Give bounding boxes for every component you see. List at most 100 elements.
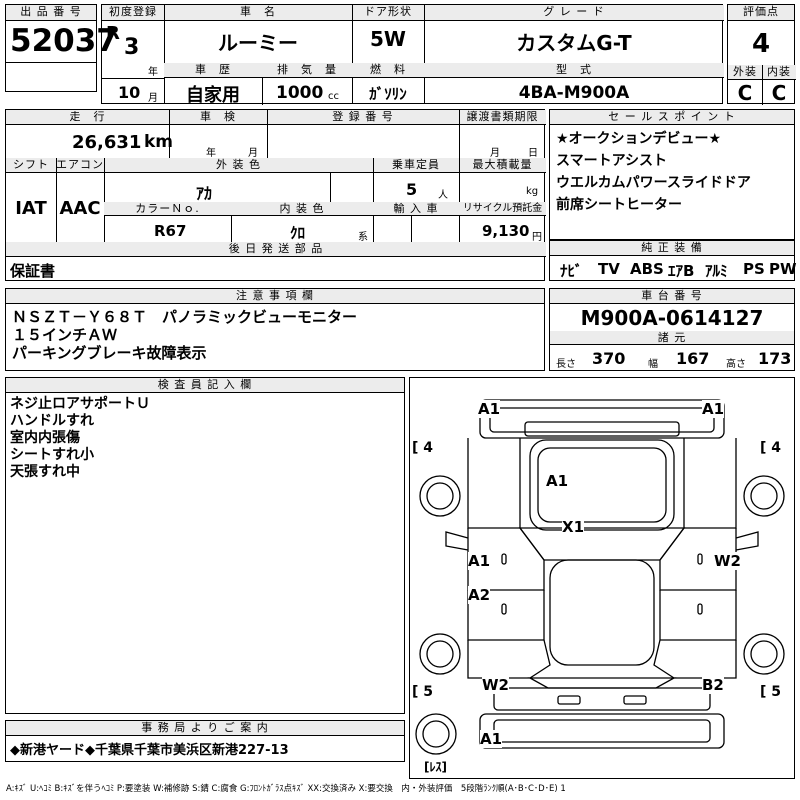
note-line-2: １５インチＡＷ: [12, 326, 118, 344]
notes-label: 注 意 事 項 欄: [6, 289, 544, 304]
inspection-label: 車 検: [169, 110, 267, 125]
lot-number-label: 出 品 番 号: [6, 5, 96, 21]
import-label: 輸 入 車: [373, 202, 459, 216]
damage-mark-front-right: A1: [702, 400, 725, 418]
damage-mark-left-rear-door: A2: [468, 586, 491, 604]
length: 370: [592, 349, 626, 368]
recycle-unit: 円: [532, 232, 542, 243]
width-label: 幅: [648, 359, 658, 370]
fuel-label: 燃 料: [352, 63, 424, 78]
inspector-box: 検 査 員 記 入 欄 ネジ止ロアサポートＵ ハンドルすれ 室内内張傷 シートす…: [5, 377, 405, 714]
sales-point-label: セ ー ル ス ポ イ ン ト: [550, 110, 794, 125]
history-label: 車 歴: [164, 63, 262, 78]
damage-mark-windshield: X1: [562, 518, 585, 536]
damage-mark-front-left: A1: [478, 400, 501, 418]
aircon-type: AAC: [59, 198, 101, 219]
shift-type: IAT: [15, 198, 47, 219]
notes-box: 注 意 事 項 欄 ＮＳＺＴ－Ｙ６８Ｔ パノラミックビューモニター １５インチＡ…: [5, 288, 545, 371]
capacity-unit: 人: [438, 190, 448, 201]
height: 173: [758, 349, 792, 368]
inspection-year-unit: 年: [206, 148, 216, 159]
equip-alloy: ｱﾙﾐ: [705, 262, 728, 280]
sales-point-1: ★オークションデビュー★: [556, 131, 722, 147]
mileage-unit: km: [144, 132, 174, 152]
later-parts-label: 後 日 発 送 部 品: [6, 242, 546, 257]
damage-mark-rear-right: B2: [702, 676, 724, 694]
model-label: 型 式: [424, 63, 724, 78]
tire-front-left: [ 4: [412, 440, 434, 456]
grade: カスタムG-T: [516, 31, 632, 55]
transfer-month-unit: 月: [490, 148, 500, 159]
office-box: 事 務 局 よ り ご 案 内 ◆新港ヤード◆千葉県千葉市美浜区新港227-13: [5, 720, 405, 762]
month-unit: 月: [148, 93, 158, 104]
damage-mark-rear-left: W2: [482, 676, 509, 694]
grade-label: グ レ ー ド: [424, 5, 724, 21]
details-box: 走 行 車 検 登 録 番 号 譲渡書類期限 26,631 km 年 月 月 日…: [5, 109, 546, 281]
damage-mark-right-front-door: W2: [714, 552, 741, 570]
inspector-line-2: ハンドルすれ: [10, 413, 94, 429]
car-name-label: 車 名: [164, 5, 352, 21]
spec-label: 諸 元: [550, 331, 794, 345]
mileage: 26,631: [72, 132, 142, 153]
lot-number-box: 出 品 番 号 52037: [5, 4, 118, 92]
equipment-box: 純 正 装 備 ﾅﾋﾞ TV ABS ｴｱB ｱﾙﾐ PS PW: [549, 240, 797, 281]
tire-spare: [ﾚｽ]: [424, 760, 447, 774]
history: 自家用: [186, 85, 240, 106]
note-line-3: パーキングブレーキ故障表示: [12, 344, 207, 362]
color-number: R67: [154, 222, 187, 240]
max-load-label: 最大積載量: [459, 158, 546, 173]
exterior-color: ｱｶ: [196, 184, 213, 203]
inspector-line-3: 室内内張傷: [10, 430, 80, 446]
door-type: 5W: [370, 27, 406, 51]
model-code: 4BA-M900A: [518, 83, 630, 103]
score-label: 評価点: [728, 5, 794, 21]
sales-point-3: ウエルカムパワースライドドア: [556, 175, 751, 191]
later-parts: 保証書: [10, 262, 56, 280]
sales-point-4: 前席シートヒーター: [556, 197, 682, 213]
interior-grade-label: 内装: [762, 65, 796, 80]
capacity: 5: [406, 180, 418, 199]
aircon-label: エアコン: [56, 158, 104, 173]
equip-airbag: ｴｱB: [668, 262, 695, 280]
equip-abs: ABS: [630, 260, 664, 278]
registration-year: 3: [124, 35, 140, 60]
equipment-label: 純 正 装 備: [550, 241, 794, 256]
equip-navi: ﾅﾋﾞ: [560, 262, 583, 280]
displacement: 1000: [276, 83, 324, 103]
registration-number-label: 登 録 番 号: [267, 110, 459, 125]
first-registration-label: 初度登録: [102, 5, 164, 21]
interior-grade: C: [771, 81, 787, 105]
equip-pw: PW: [769, 260, 797, 278]
tire-rear-left: [ 5: [412, 684, 434, 700]
equip-tv: TV: [598, 260, 620, 278]
capacity-label: 乗車定員: [373, 158, 459, 173]
height-label: 高さ: [726, 359, 746, 370]
fuel: ｶﾞｿﾘﾝ: [369, 85, 407, 103]
width: 167: [676, 349, 710, 368]
mileage-label: 走 行: [6, 110, 169, 125]
legend: A:ｷｽﾞ U:ﾍｺﾐ B:ｷｽﾞを伴うﾍｺﾐ P:要塗装 W:補修跡 S:錆 …: [6, 784, 566, 794]
chassis-label: 車 台 番 号: [550, 289, 794, 304]
inspector-line-5: 天張すれ中: [10, 464, 80, 480]
damage-mark-left-front-door: A1: [468, 552, 491, 570]
displacement-unit: cc: [328, 91, 339, 102]
year-unit: 年: [148, 67, 158, 78]
chassis-box: 車 台 番 号 M900A-0614127 諸 元 長さ 370 幅 167 高…: [549, 288, 795, 371]
office-label: 事 務 局 よ り ご 案 内: [6, 721, 404, 736]
color-number-label: カラーＮｏ.: [104, 202, 231, 216]
inspector-line-1: ネジ止ロアサポートＵ: [10, 396, 150, 412]
damage-mark-hood: A1: [546, 472, 569, 490]
sales-point-2: スマートアシスト: [556, 153, 668, 169]
car-name: ルーミー: [218, 31, 298, 55]
score-box: 評価点 4 外装 内装 C C: [727, 4, 796, 105]
overall-score: 4: [751, 29, 771, 59]
interior-color-label: 内 装 色: [231, 202, 373, 216]
note-line-1: ＮＳＺＴ－Ｙ６８Ｔ パノラミックビューモニター: [12, 308, 358, 326]
displacement-label: 排 気 量: [262, 63, 352, 78]
interior-color-unit: 系: [358, 232, 368, 243]
car-outline: [415, 399, 785, 755]
office-text: ◆新港ヤード◆千葉県千葉市美浜区新港227-13: [10, 743, 289, 758]
era: R: [106, 23, 120, 44]
load-unit: kg: [526, 186, 539, 197]
sales-point-box: セ ー ル ス ポ イ ン ト ★オークションデビュー★ スマートアシスト ウエ…: [549, 109, 795, 240]
